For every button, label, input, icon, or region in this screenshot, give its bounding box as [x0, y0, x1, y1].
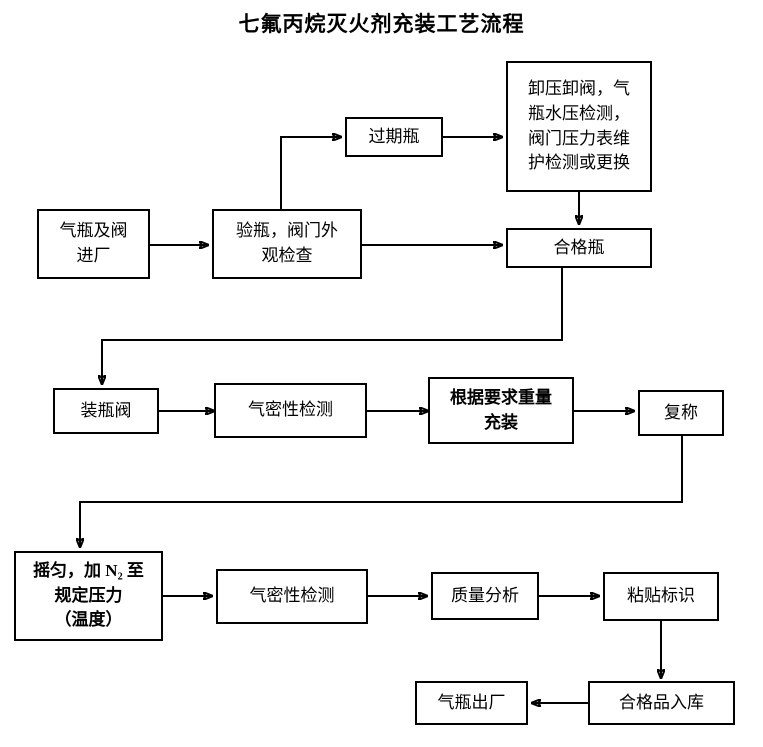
- edge-inspect-expired: [280, 137, 341, 209]
- edge-qualified-fitvalve: [102, 268, 563, 384]
- node-leaktest1[interactable]: 气密性检测: [214, 383, 367, 438]
- node-fill[interactable]: 根据要求重量 充装: [428, 377, 574, 444]
- node-maintenance-label: 卸压卸阀，气 瓶水压检测， 阀门压力表维 护检测或更换: [528, 79, 630, 173]
- node-shake-label: 摇匀，加 N₂ 至 规定压力 （温度）: [33, 561, 144, 630]
- node-leaktest2-label: 气密性检测: [249, 586, 335, 606]
- node-maintenance[interactable]: 卸压卸阀，气 瓶水压检测， 阀门压力表维 护检测或更换: [506, 61, 652, 192]
- node-shake[interactable]: 摇匀，加 N₂ 至 规定压力 （温度）: [14, 551, 163, 641]
- node-label[interactable]: 粘贴标识: [603, 572, 719, 621]
- node-shipout[interactable]: 气瓶出厂: [415, 681, 528, 725]
- node-intake-label: 气瓶及阀 进厂: [59, 221, 128, 265]
- node-expired[interactable]: 过期瓶: [345, 117, 443, 157]
- node-fill-label: 根据要求重量 充装: [450, 387, 552, 432]
- node-warehouse[interactable]: 合格品入库: [588, 681, 735, 725]
- node-intake[interactable]: 气瓶及阀 进厂: [37, 209, 150, 279]
- node-fitvalve-label: 装瓶阀: [80, 400, 132, 420]
- node-leaktest1-label: 气密性检测: [248, 400, 333, 420]
- page-title: 七氟丙烷灭火剂充装工艺流程: [238, 12, 525, 36]
- node-quality[interactable]: 质量分析: [431, 572, 539, 620]
- node-shipout-label: 气瓶出厂: [437, 692, 506, 712]
- node-inspect[interactable]: 验瓶，阀门外 观检查: [212, 209, 362, 279]
- node-reweigh[interactable]: 复称: [638, 390, 724, 436]
- node-warehouse-label: 合格品入库: [619, 692, 704, 712]
- node-inspect-label: 验瓶，阀门外 观检查: [236, 221, 338, 265]
- node-reweigh-label: 复称: [664, 402, 698, 422]
- edge-reweigh-shake: [80, 436, 683, 547]
- node-quality-label: 质量分析: [451, 585, 519, 605]
- node-fitvalve[interactable]: 装瓶阀: [53, 388, 159, 434]
- node-label-label: 粘贴标识: [627, 586, 695, 606]
- node-leaktest2[interactable]: 气密性检测: [216, 569, 368, 624]
- node-qualified[interactable]: 合格瓶: [506, 228, 652, 268]
- node-expired-label: 过期瓶: [368, 126, 420, 146]
- node-qualified-label: 合格瓶: [553, 237, 605, 257]
